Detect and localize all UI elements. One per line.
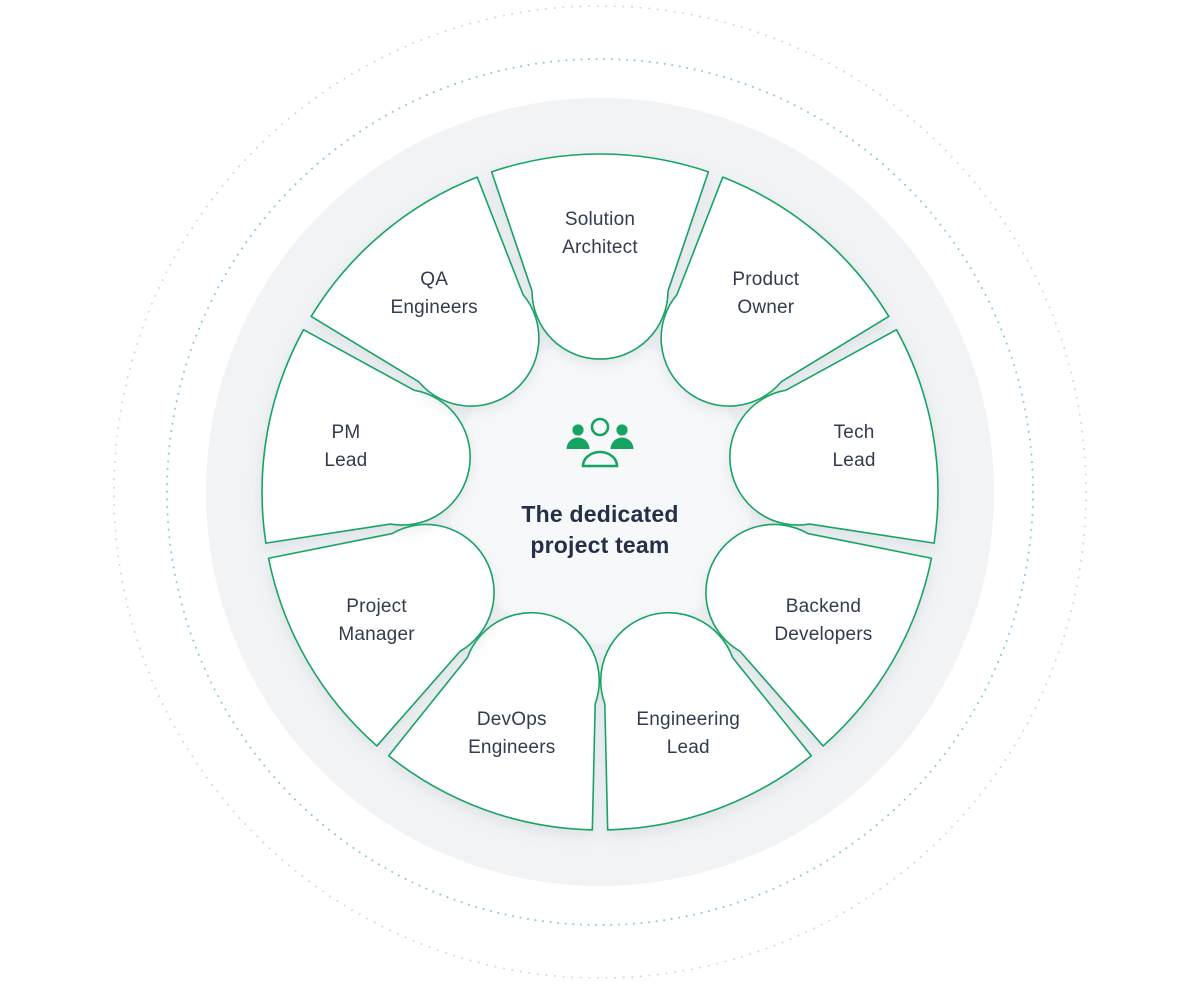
- team-segment-pm-lead: [261, 328, 472, 544]
- inner-dotted-ring: [166, 58, 1034, 926]
- team-segment-product-owner: [660, 176, 890, 407]
- team-segment-tech-lead: [728, 328, 939, 544]
- team-segment-solution-architect: [490, 153, 710, 360]
- center-person-body-icon: [581, 450, 619, 468]
- team-segment-project-manager: [267, 523, 495, 747]
- center-title-line1: The dedicated: [521, 501, 679, 527]
- team-segment-qa-engineers: [310, 176, 540, 407]
- team-segments: [261, 153, 939, 831]
- team-segment-engineering-lead: [599, 611, 813, 831]
- team-people-icon: [566, 417, 634, 468]
- diagram-center-title: The dedicated project team: [430, 499, 770, 561]
- outer-dashed-ring: [113, 5, 1087, 979]
- team-segment-devops-engineers: [387, 611, 601, 831]
- left-person-head-icon: [572, 424, 584, 436]
- center-title-line2: project team: [530, 532, 670, 558]
- right-person-body-icon: [610, 437, 634, 449]
- right-person-head-icon: [616, 424, 628, 436]
- left-person-body-icon: [566, 437, 590, 449]
- center-highlight-disc: [448, 340, 752, 644]
- center-person-head-icon: [590, 417, 610, 437]
- team-segment-backend-developers: [705, 523, 933, 747]
